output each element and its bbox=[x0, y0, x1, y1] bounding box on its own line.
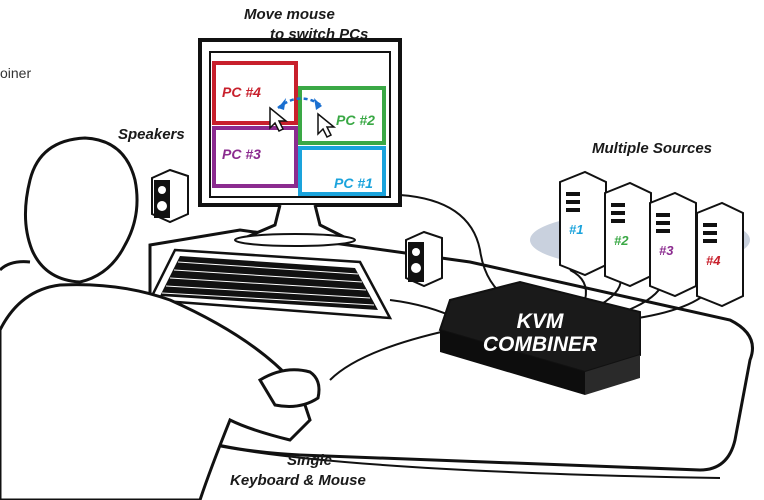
tower-label-1: #1 bbox=[569, 222, 584, 237]
speakers-label: Speakers bbox=[118, 126, 185, 143]
tower-label-2: #2 bbox=[614, 233, 629, 248]
tower-label-3: #3 bbox=[659, 243, 674, 258]
speaker-icon bbox=[151, 168, 189, 224]
title-line-2: to switch PCs bbox=[270, 26, 369, 43]
screen-label-pc2: PC #2 bbox=[336, 112, 375, 128]
cursor-icon bbox=[269, 106, 289, 133]
screen-quadrant-pc3 bbox=[212, 126, 298, 188]
kvm-label: KVM COMBINER bbox=[470, 310, 610, 356]
keyboard-icon bbox=[148, 248, 393, 320]
tower-pc-icon bbox=[604, 181, 652, 288]
tower-pc-icon bbox=[696, 201, 744, 308]
user-figure bbox=[0, 136, 321, 500]
speaker-icon bbox=[405, 230, 443, 288]
bottom-label-line-1: Single bbox=[287, 452, 333, 469]
tower-pc-icon bbox=[559, 170, 607, 277]
bottom-label-line-2: Keyboard & Mouse bbox=[230, 472, 366, 489]
sources-label: Multiple Sources bbox=[592, 140, 713, 157]
screen-label-pc4: PC #4 bbox=[222, 84, 261, 100]
screen-label-pc3: PC #3 bbox=[222, 146, 261, 162]
screen-quadrant-pc1 bbox=[298, 146, 386, 196]
kvm-label-line-2: COMBINER bbox=[482, 333, 598, 356]
cursor-icon bbox=[317, 112, 337, 139]
tower-label-4: #4 bbox=[706, 253, 721, 268]
screen-label-pc1: PC #1 bbox=[334, 175, 373, 191]
kvm-label-line-1: KVM bbox=[516, 310, 564, 333]
cutoff-text: oiner bbox=[0, 65, 32, 81]
kvm-combiner-box bbox=[438, 280, 641, 395]
screen-quadrant-pc2 bbox=[298, 86, 386, 145]
title-line-1: Move mouse bbox=[244, 6, 335, 23]
monitor bbox=[198, 38, 402, 247]
screen-quadrant-pc4 bbox=[212, 61, 298, 125]
